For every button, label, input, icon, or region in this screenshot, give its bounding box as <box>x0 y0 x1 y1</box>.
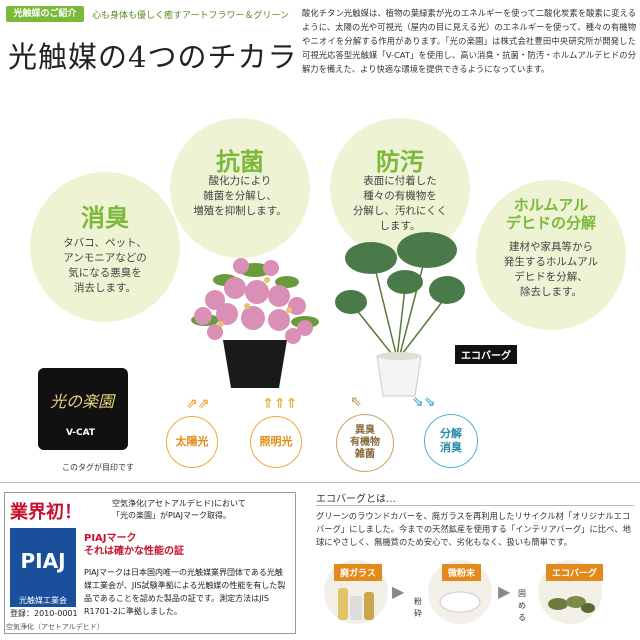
eco-divider <box>316 505 634 506</box>
piaj-box <box>4 492 296 634</box>
power-title-deodorize: 消臭 <box>81 204 129 232</box>
ecobag-label: エコバーグ <box>455 345 517 364</box>
arrow-solidify-icon: ▶ <box>498 582 511 601</box>
page-title: 光触媒の4つのチカラ <box>8 40 298 74</box>
process-solidify: 固 め る <box>518 589 526 622</box>
subtitle: 心も身体も優しく癒すアートフラワー＆グリーン <box>92 11 290 21</box>
power-title-antibacterial: 抗菌 <box>216 148 264 176</box>
power-body-antifouling: 表面に付着した 種々の有機物を 分解し、汚れにくく します。 <box>352 175 448 232</box>
source-sunlight: 太陽光 <box>166 416 218 468</box>
odor-arrow-icon: ⇖ <box>350 394 362 410</box>
monstera-plant <box>335 232 465 397</box>
step-label-waste-glass: 廃ガラス <box>334 564 382 581</box>
process-crush: 粉 砕 <box>414 597 422 618</box>
eco-body: グリーンのラウンドカバーを、廃ガラスを再利用したリサイクル材「オリジナルエコバー… <box>316 511 631 547</box>
power-body-formaldehyde: 建材や家具等から 発生するホルムアル デヒドを分解、 除去します。 <box>503 241 599 298</box>
power-circle-deodorize <box>30 172 180 322</box>
powder-icon <box>439 591 481 613</box>
source-decompose: 分解 消臭 <box>424 414 478 468</box>
industry-first-note: 空気浄化(アセトアルデヒド)において 「光の楽園」がPIAJマーク取得。 <box>112 499 246 520</box>
tag-caption: このタグが目印です <box>62 463 134 472</box>
power-body-deodorize: タバコ、ペット、 アンモニアなどの 気になる悪臭を 消去します。 <box>63 237 147 294</box>
tag-brand: 光の楽園 <box>50 392 115 411</box>
power-body-antibacterial: 酸化力により 雑菌を分解し、 増殖を抑制します。 <box>193 175 287 217</box>
power-circle-antifouling <box>330 118 470 258</box>
piaj-logo-sub: 光触媒工業会 <box>10 594 76 607</box>
glass-bottles-icon <box>338 588 374 620</box>
source-lamp: 照明光 <box>250 416 302 468</box>
ecobag-chips-icon <box>548 596 595 613</box>
step-label-ecobag: エコバーグ <box>546 564 604 581</box>
eco-heading: エコバーグとは… <box>316 494 396 505</box>
intro-text: 酸化チタン光触媒は、植物の葉緑素が光のエネルギーを使って二酸化炭素を酸素に変える… <box>302 8 636 74</box>
registration-sub: 空気浄化（アセトアルデヒド） <box>6 623 104 631</box>
piaj-logo: PIAJ <box>10 528 76 594</box>
light-arrow-icon: ⇑⇑⇑ <box>262 396 298 412</box>
sun-arrow-icon: ⇗⇗ <box>186 396 210 412</box>
power-title-antifouling: 防汚 <box>376 148 424 176</box>
tag-maker: V-CAT <box>66 428 96 438</box>
flower-arrangement <box>191 258 319 388</box>
intro-tag: 光触媒のご紹介 <box>6 6 84 22</box>
section-divider <box>0 482 640 483</box>
power-circle-formaldehyde <box>476 180 626 330</box>
registration-number: 登録：2010-0001 <box>10 609 78 618</box>
industry-first-headline: 業界初！ <box>10 502 82 523</box>
power-circle-antibacterial <box>170 118 310 258</box>
decompose-arrow-icon: ⇘⇘ <box>412 394 436 410</box>
arrow-crush-icon: ▶ <box>392 582 405 601</box>
piaj-mark-heading: PIAJマーク それは確かな性能の証 <box>84 533 184 557</box>
piaj-mark-body: PIAJマークは日本国内唯一の光触媒業界団体である光触媒工業会が、JIS試験準拠… <box>84 568 286 616</box>
source-odor: 異臭 有機物 雑菌 <box>336 414 394 472</box>
power-title-formaldehyde: ホルムアル デヒドの分解 <box>505 196 596 232</box>
product-tag-card <box>38 368 128 450</box>
step-label-powder: 微粉末 <box>442 564 482 581</box>
